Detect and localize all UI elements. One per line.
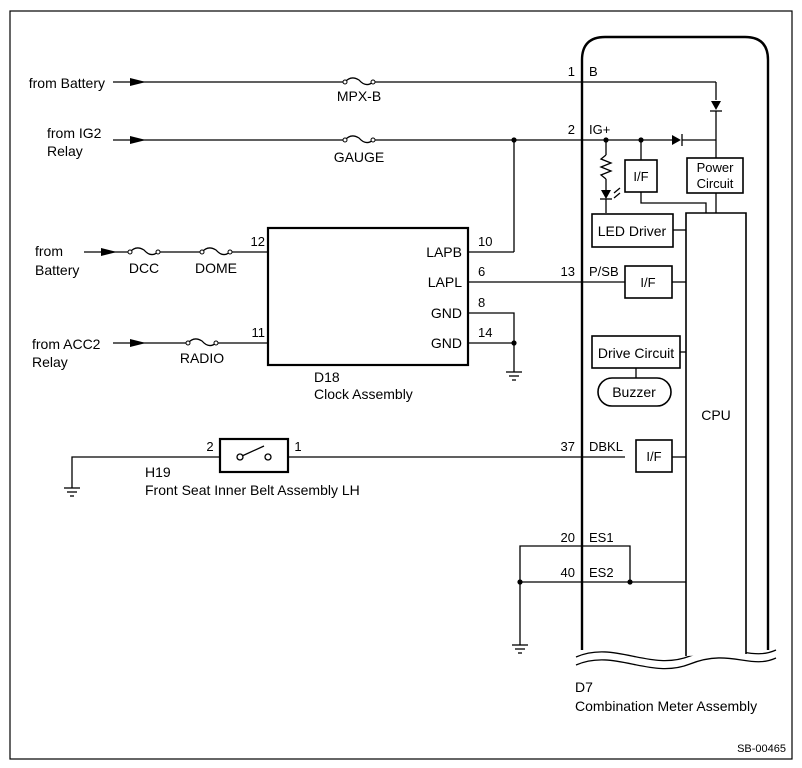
fuse-radio-label: RADIO xyxy=(180,350,224,366)
clock-pin-12: 12 xyxy=(251,234,265,249)
meter-pin-20: 20 xyxy=(561,530,575,545)
diagram-frame xyxy=(9,10,793,760)
if-label: I/F xyxy=(646,449,661,464)
clock-terminal-lapb: LAPB xyxy=(426,244,462,260)
meter-code: D7 xyxy=(575,679,593,695)
belt-pin-1: 1 xyxy=(294,439,301,454)
meter-terminal-es1: ES1 xyxy=(589,530,614,545)
clock-code: D18 xyxy=(314,369,340,385)
buzzer-block: Buzzer xyxy=(597,377,672,407)
clock-terminal-gnd1: GND xyxy=(431,305,462,321)
buzzer-label: Buzzer xyxy=(612,384,656,400)
led-icon xyxy=(601,190,611,199)
ground-icon xyxy=(506,371,522,381)
belt-switch-code: H19 xyxy=(145,464,171,480)
if-label: I/F xyxy=(633,169,648,184)
power-circuit-block: Power Circuit xyxy=(686,157,744,194)
clock-output-wiring: 10 6 13 P/SB 8 14 xyxy=(468,140,625,381)
led-driver-block: LED Driver xyxy=(591,213,686,248)
diode-icon xyxy=(711,101,721,110)
if-label: I/F xyxy=(640,275,655,290)
drive-circuit-block: Drive Circuit xyxy=(591,335,686,378)
meter-pin-40: 40 xyxy=(561,565,575,580)
arrow-icon xyxy=(101,248,117,256)
battery-left-label-line1: from xyxy=(35,243,63,259)
fuse-gauge-icon xyxy=(344,135,374,144)
acc2-label-line2: Relay xyxy=(32,354,68,370)
battery-left-label-line2: Battery xyxy=(35,262,79,278)
meter-housing xyxy=(575,35,777,670)
meter-pin-1: 1 xyxy=(568,64,575,79)
cpu-block: CPU xyxy=(685,212,747,656)
fuse-mpxb-label: MPX-B xyxy=(337,88,381,104)
clock-name: Clock Assembly xyxy=(314,386,413,402)
meter-terminal-ig: IG+ xyxy=(589,122,610,137)
fuse-dome-icon xyxy=(201,247,231,256)
clock-pin-8: 8 xyxy=(478,295,485,310)
meter-terminal-es2: ES2 xyxy=(589,565,614,580)
meter-terminal-dbkl: DBKL xyxy=(589,439,623,454)
resistor-icon xyxy=(599,154,613,180)
fuse-dcc-icon xyxy=(129,247,159,256)
belt-switch-name: Front Seat Inner Belt Assembly LH xyxy=(145,482,360,498)
arrow-icon xyxy=(130,78,146,86)
clock-terminal-lapl: LAPL xyxy=(428,274,462,290)
fuse-radio-icon xyxy=(187,338,217,347)
arrow-icon xyxy=(130,136,146,144)
ig2-circuit: from IG2 Relay GAUGE 2 IG+ xyxy=(47,122,717,213)
fuse-gauge-label: GAUGE xyxy=(334,149,385,165)
es-ground-circuit: 20 ES1 40 ES2 xyxy=(512,530,686,654)
fuse-mpxb-icon xyxy=(344,77,374,86)
ig2-label-line1: from IG2 xyxy=(47,125,102,141)
belt-pin-2: 2 xyxy=(206,439,213,454)
acc2-circuit: from ACC2 Relay RADIO 11 xyxy=(32,325,268,370)
meter-terminal-psb: P/SB xyxy=(589,264,619,279)
ig2-label-line2: Relay xyxy=(47,143,83,159)
power-circuit-label-line2: Circuit xyxy=(697,176,734,191)
led-driver-label: LED Driver xyxy=(598,223,667,239)
arrow-icon xyxy=(130,339,146,347)
clock-pin-6: 6 xyxy=(478,264,485,279)
diagram-id: SB-00465 xyxy=(737,743,786,755)
diode-icon xyxy=(672,135,681,145)
if-block-top: I/F xyxy=(624,159,658,193)
clock-assembly: LAPB LAPL GND GND D18 Clock Assembly xyxy=(266,226,470,402)
switch-contact-icon xyxy=(241,445,265,457)
cpu-label: CPU xyxy=(701,407,731,423)
meter-pin-13: 13 xyxy=(561,264,575,279)
belt-switch-box xyxy=(218,437,290,474)
clock-terminal-gnd2: GND xyxy=(431,335,462,351)
ground-icon xyxy=(512,644,528,654)
meter-pin-37: 37 xyxy=(561,439,575,454)
acc2-label-line1: from ACC2 xyxy=(32,336,101,352)
battery-top-circuit: from Battery MPX-B 1 B xyxy=(29,64,722,158)
if-block-psb: I/F xyxy=(624,265,686,299)
fuse-dome-label: DOME xyxy=(195,260,237,276)
ground-icon xyxy=(64,487,80,497)
if-block-dbkl: I/F xyxy=(635,439,686,473)
meter-name: Combination Meter Assembly xyxy=(575,698,757,714)
fuse-dcc-label: DCC xyxy=(129,260,159,276)
battery-left-circuit: from Battery DCC DOME 12 xyxy=(35,234,268,278)
clock-pin-11: 11 xyxy=(252,325,266,340)
drive-circuit-label: Drive Circuit xyxy=(598,345,674,361)
battery-top-label: from Battery xyxy=(29,75,105,91)
belt-switch-circuit: 2 1 H19 Front Seat Inner Belt Assembly L… xyxy=(64,437,625,498)
meter-terminal-b: B xyxy=(589,64,598,79)
clock-pin-10: 10 xyxy=(478,234,492,249)
meter-pin-2: 2 xyxy=(568,122,575,137)
clock-pin-14: 14 xyxy=(478,325,492,340)
power-circuit-label-line1: Power xyxy=(697,160,735,175)
